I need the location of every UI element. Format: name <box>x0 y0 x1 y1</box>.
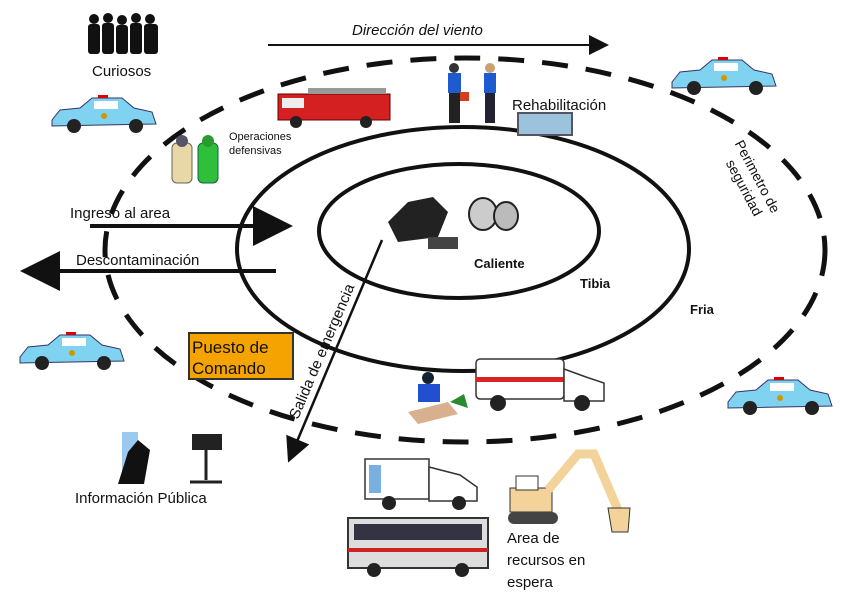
command-label-2: Comando <box>192 359 266 378</box>
cold-zone-label: Fria <box>690 302 715 317</box>
police-car-icon <box>727 376 833 416</box>
staging-label-1: Area de <box>507 530 560 547</box>
excavator-icon <box>508 449 631 533</box>
command-label-1: Puesto de <box>192 338 269 357</box>
police-car-icon <box>51 94 157 134</box>
defensive-ops-label-1: Operaciones <box>229 131 292 143</box>
command-post-box <box>188 332 294 380</box>
police-car-icon <box>671 56 777 96</box>
decon-label: Descontaminación <box>76 252 199 269</box>
ambulance-icon <box>475 358 605 411</box>
defensive-ops-label-2: defensivas <box>229 145 282 157</box>
hazmat-scene-icon <box>388 197 519 249</box>
perimeter-label: Perimetro de seguridad <box>723 137 784 218</box>
police-car-icon <box>19 331 125 371</box>
firefighters-icon <box>448 63 496 123</box>
cold-zone-perimeter <box>102 55 828 445</box>
medic-icon <box>408 372 468 424</box>
warm-zone-ring <box>235 125 691 373</box>
entry-label: Ingreso al area <box>70 205 171 222</box>
warm-zone-label: Tibia <box>580 276 611 291</box>
rehab-label: Rehabilitación <box>512 97 606 114</box>
hazmat-suits-icon <box>171 135 219 184</box>
press-camera-icon <box>118 432 222 484</box>
hot-zone-label: Caliente <box>474 256 525 271</box>
staging-label-3: espera <box>507 574 554 591</box>
wind-label: Dirección del viento <box>352 22 483 39</box>
fire-truck-icon <box>277 88 391 128</box>
hot-zone-ring <box>317 162 601 300</box>
crowd-icon <box>88 13 158 54</box>
rehab-box <box>517 112 573 136</box>
emergency-exit-label: Salida de emergencia <box>286 281 359 422</box>
public-info-label: Información Pública <box>75 490 207 507</box>
bus-icon <box>347 517 489 577</box>
ambulance-icon <box>364 458 478 510</box>
staging-label-2: recursos en <box>507 552 585 569</box>
onlookers-label: Curiosos <box>92 63 151 80</box>
emergency-exit-arrow <box>286 239 384 463</box>
